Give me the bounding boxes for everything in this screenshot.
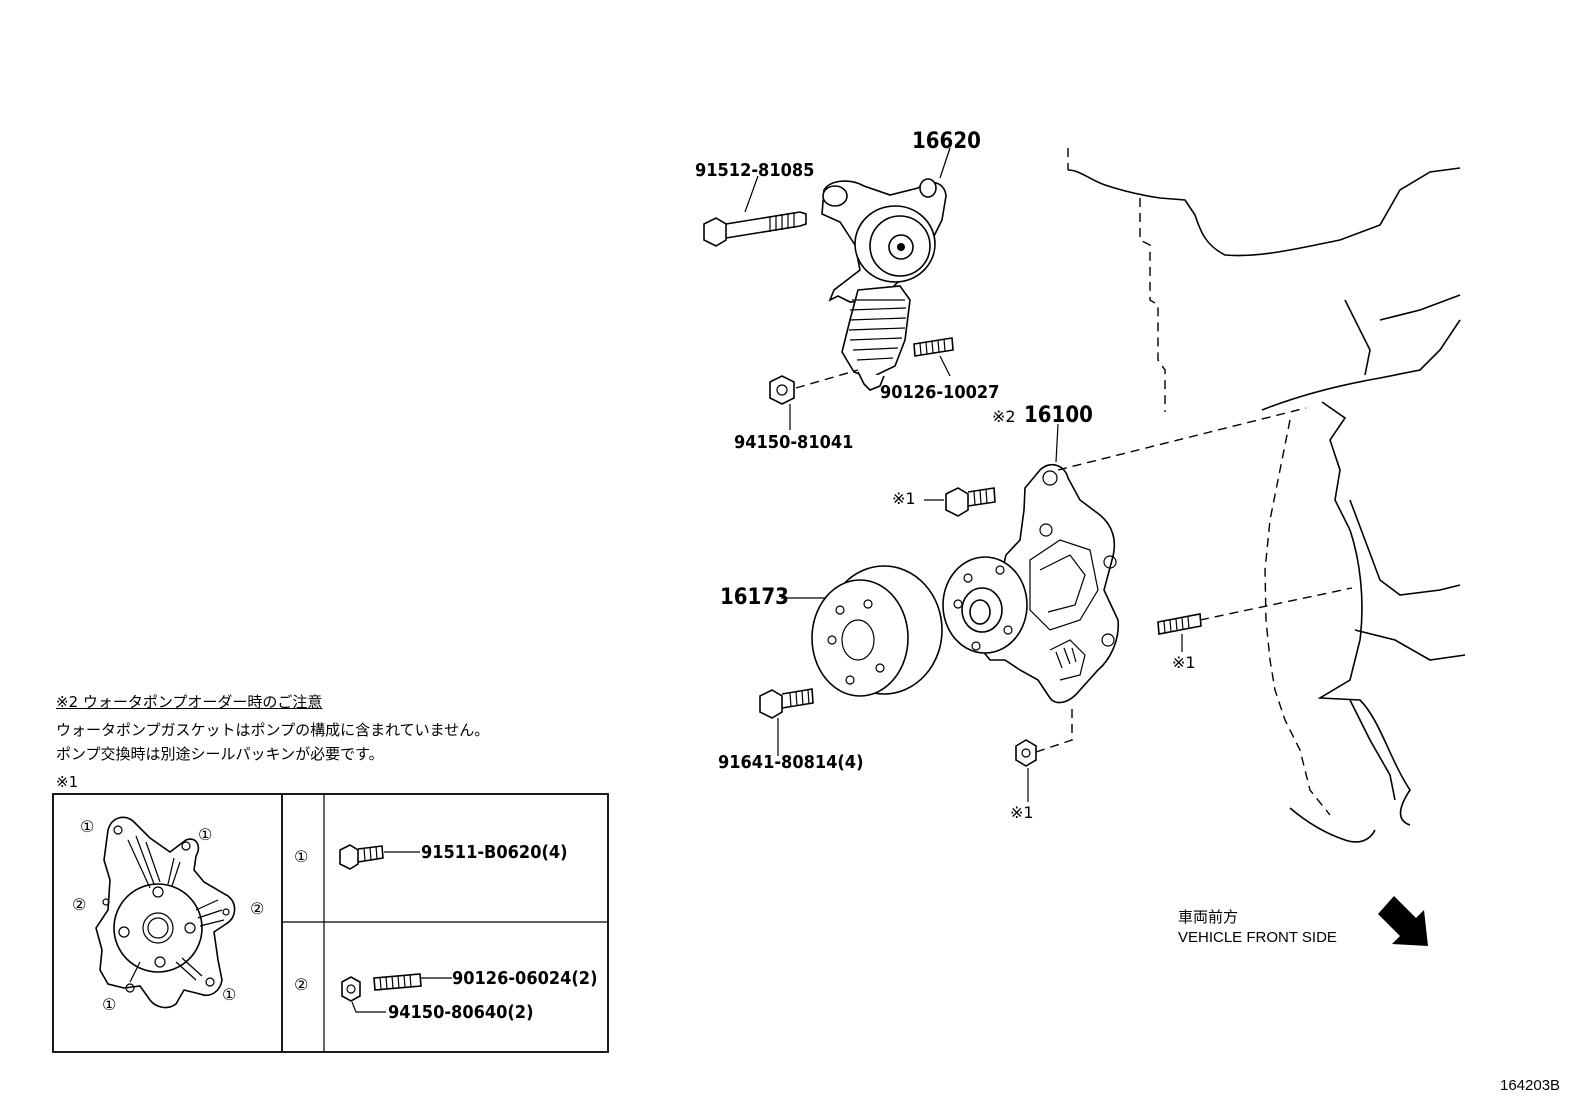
label-tensioner-nut: 94150-81041 bbox=[734, 432, 853, 453]
label-pump-bolt-marker: ※1 bbox=[892, 489, 916, 508]
inset-marker-2b: ② bbox=[250, 899, 264, 918]
label-tensioner-bolt: 91512-81085 bbox=[695, 160, 814, 181]
note-title: ※2 ウォータポンプオーダー時のご注意 bbox=[56, 693, 323, 711]
inset-marker-1a: ① bbox=[80, 817, 94, 836]
pump-bolt-drawing bbox=[945, 487, 996, 517]
inset-pump-sketch: ① ① ② ② ① ① bbox=[72, 816, 264, 1014]
tensioner-bolt-drawing bbox=[703, 211, 807, 247]
diagram-id: 164203B bbox=[1500, 1077, 1560, 1094]
row1-bolt-drawing bbox=[339, 844, 420, 870]
table-label: ※1 bbox=[56, 773, 79, 791]
direction-label-en: VEHICLE FRONT SIDE bbox=[1178, 929, 1337, 946]
label-pulley-bolt: 91641-80814(4) bbox=[718, 752, 863, 773]
engine-block-outline bbox=[1067, 148, 1466, 843]
tensioner-nut-drawing bbox=[769, 375, 795, 405]
pump-stud-drawing bbox=[1157, 613, 1202, 635]
label-pulley: 16173 bbox=[720, 585, 789, 610]
note-line-2: ポンプ交換時は別途シールパッキンが必要です。 bbox=[56, 745, 384, 763]
pulley-bolt-drawing bbox=[759, 688, 814, 719]
inset-marker-1b: ① bbox=[198, 825, 212, 844]
table-row2-part-a: 90126-06024(2) bbox=[452, 968, 597, 989]
label-pump-nut-marker: ※1 bbox=[1010, 803, 1034, 822]
leader-lines bbox=[744, 147, 1183, 802]
label-pump-stud-marker: ※1 bbox=[1172, 653, 1196, 672]
table-row1-num: ① bbox=[294, 847, 308, 866]
inset-marker-1d: ① bbox=[222, 985, 236, 1004]
direction-label-jp: 車両前方 bbox=[1178, 909, 1238, 926]
pump-pulley-drawing bbox=[759, 565, 943, 719]
label-tensioner-stud: 90126-10027 bbox=[880, 382, 999, 403]
row2-fastener-drawing bbox=[341, 973, 452, 1013]
note-line-1: ウォータポンプガスケットはポンプの構成に含まれていません。 bbox=[56, 721, 490, 739]
table-row1-part: 91511-B0620(4) bbox=[421, 842, 568, 863]
label-water-pump: 16100 bbox=[1024, 403, 1093, 428]
fastener-table: ① ① ② ② ① ① ① 91511-B0620(4) ② 90126-060… bbox=[52, 793, 609, 1053]
inset-marker-2a: ② bbox=[72, 895, 86, 914]
table-row2-part-b: 94150-80640(2) bbox=[388, 1002, 533, 1023]
pump-nut-drawing bbox=[1015, 739, 1037, 767]
tensioner-assembly-drawing bbox=[703, 178, 954, 405]
water-pump-drawing bbox=[942, 407, 1353, 767]
label-water-pump-mark: ※2 bbox=[992, 407, 1016, 426]
inset-marker-1c: ① bbox=[102, 995, 116, 1014]
table-row2-num: ② bbox=[294, 975, 308, 994]
label-tensioner-assy: 16620 bbox=[912, 129, 981, 154]
tensioner-stud-drawing bbox=[913, 337, 954, 357]
front-direction-arrow bbox=[1378, 896, 1428, 946]
